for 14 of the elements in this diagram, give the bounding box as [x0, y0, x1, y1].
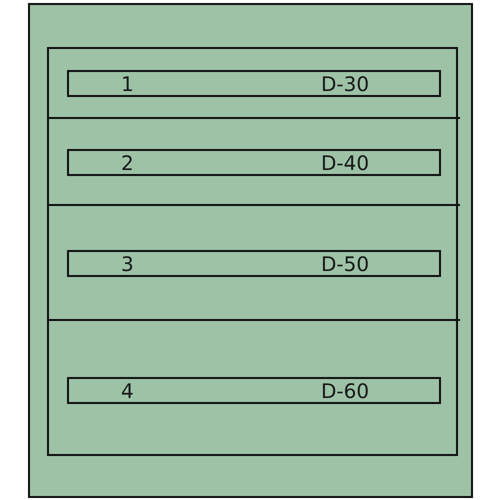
cabinet-body	[28, 3, 473, 498]
drawer-number: 1	[121, 72, 134, 96]
drawer-handle	[67, 377, 441, 404]
drawer-model: D-50	[321, 252, 370, 276]
drawer-frame	[47, 47, 458, 456]
drawer-handle	[67, 250, 441, 277]
drawer-handle	[67, 149, 441, 176]
drawer-handle	[67, 70, 441, 97]
drawer-number: 4	[121, 379, 134, 403]
drawer-number: 2	[121, 151, 134, 175]
drawer-number: 3	[121, 252, 134, 276]
drawer-model: D-60	[321, 379, 370, 403]
drawer-model: D-30	[321, 72, 370, 96]
drawer-model: D-40	[321, 151, 370, 175]
